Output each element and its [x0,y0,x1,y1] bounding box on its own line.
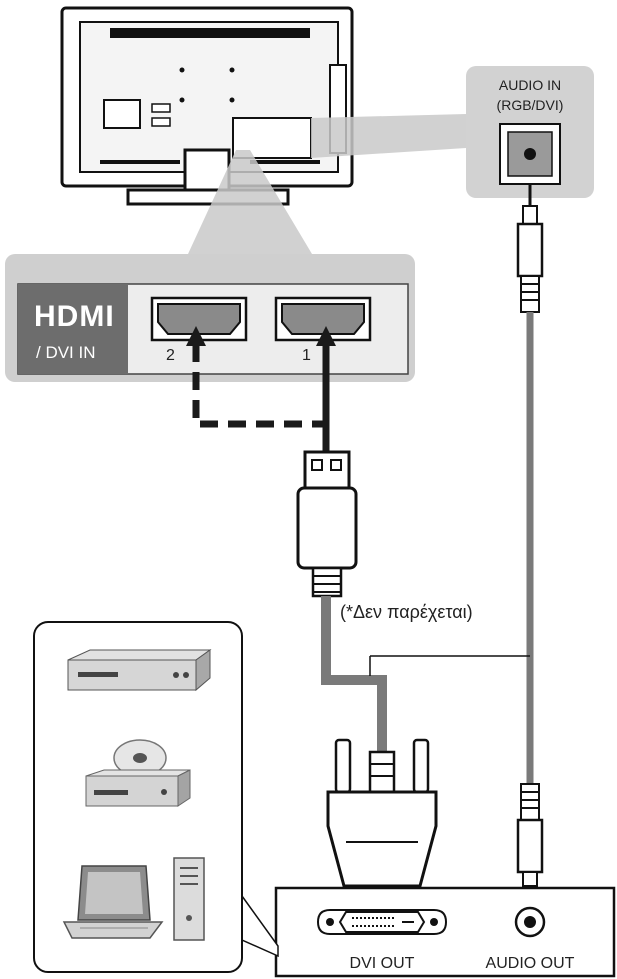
hdmi-port-1-number: 1 [302,347,311,364]
arrow-up-icon [316,326,336,346]
audio-callout-wedge [311,114,466,158]
hdmi-dvi-cable [321,596,387,752]
hdmi-port-1 [274,296,372,342]
dvd-player-icon [67,649,212,692]
audio-cable [516,184,544,887]
arrow-up-icon [186,326,206,346]
hdmi-callout-wedge [188,150,312,254]
audio-in-subtitle: (RGB/DVI) [497,97,564,113]
hdmi-cable-main [316,326,336,452]
hdmi-port-2 [150,296,248,342]
disc-player-icon [85,739,191,807]
laptop-icon [62,865,164,939]
audio-in-panel: AUDIO IN (RGB/DVI) [466,66,594,198]
hdmi-plug [296,450,358,598]
hdmi-port-2-number: 2 [166,347,175,364]
hdmi-logo-block [18,284,128,374]
audio-in-title: AUDIO IN [499,77,561,93]
audio-out-label: AUDIO OUT [486,955,575,972]
hdmi-dvi-in-panel: HDMI / DVI IN 2 1 [5,254,415,382]
pc-tower-icon [173,857,205,941]
hdmi-logo: HDMI [34,300,115,333]
source-devices-box [33,621,243,973]
dvi-in-label: / DVI IN [36,343,96,362]
source-output-panel: DVI OUT AUDIO OUT [274,886,616,978]
dvi-connector [326,738,438,888]
devices-callout-wedge [241,893,279,958]
hdmi-cable-alternate-dashed [186,326,326,428]
dvi-out-label: DVI OUT [350,955,415,972]
cable-not-supplied-note: (*Δεν παρέχεται) [340,602,473,622]
tv-rear-illustration [60,6,354,206]
audio-out-jack-icon [514,906,546,938]
dvi-out-port-icon [316,909,448,935]
